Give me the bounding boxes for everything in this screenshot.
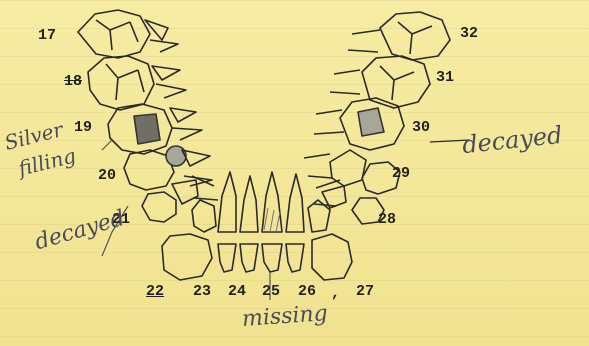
tooth-26 xyxy=(286,174,304,272)
tooth-20 xyxy=(124,146,212,190)
tooth-number-26: 26 xyxy=(298,284,316,299)
tooth-28 xyxy=(314,180,384,224)
tooth-number-22: 22 xyxy=(146,284,164,299)
silver-filling xyxy=(134,114,160,144)
handwritten-missing: missing xyxy=(241,303,328,331)
comma-mark: , xyxy=(331,286,340,301)
tooth-number-23: 23 xyxy=(193,284,211,299)
leader-line-19 xyxy=(102,140,112,150)
tooth-number-30: 30 xyxy=(412,120,430,135)
tooth-17 xyxy=(78,10,178,58)
tooth-23 xyxy=(218,172,236,272)
tooth-19 xyxy=(108,104,202,154)
tooth-number-28: 28 xyxy=(378,212,396,227)
tooth-24 xyxy=(240,176,258,272)
tooth-18 xyxy=(88,56,186,110)
tooth-number-29: 29 xyxy=(392,166,410,181)
tooth-22 xyxy=(162,200,216,280)
tooth-21 xyxy=(142,176,218,222)
tooth-number-17: 17 xyxy=(38,28,56,43)
tooth-32 xyxy=(348,12,450,60)
tooth-number-32: 32 xyxy=(460,26,478,41)
tooth-number-25: 25 xyxy=(262,284,280,299)
tooth-30 xyxy=(314,98,404,150)
tooth-25 xyxy=(262,172,282,272)
decay-mark-30 xyxy=(358,108,384,136)
tooth-number-19: 19 xyxy=(74,120,92,135)
tooth-number-24: 24 xyxy=(228,284,246,299)
tooth-number-27: 27 xyxy=(356,284,374,299)
decay-mark xyxy=(166,146,186,166)
tooth-27 xyxy=(308,200,352,280)
tooth-number-31: 31 xyxy=(436,70,454,85)
tooth-number-18: 18 xyxy=(64,74,82,89)
tooth-number-20: 20 xyxy=(98,168,116,183)
